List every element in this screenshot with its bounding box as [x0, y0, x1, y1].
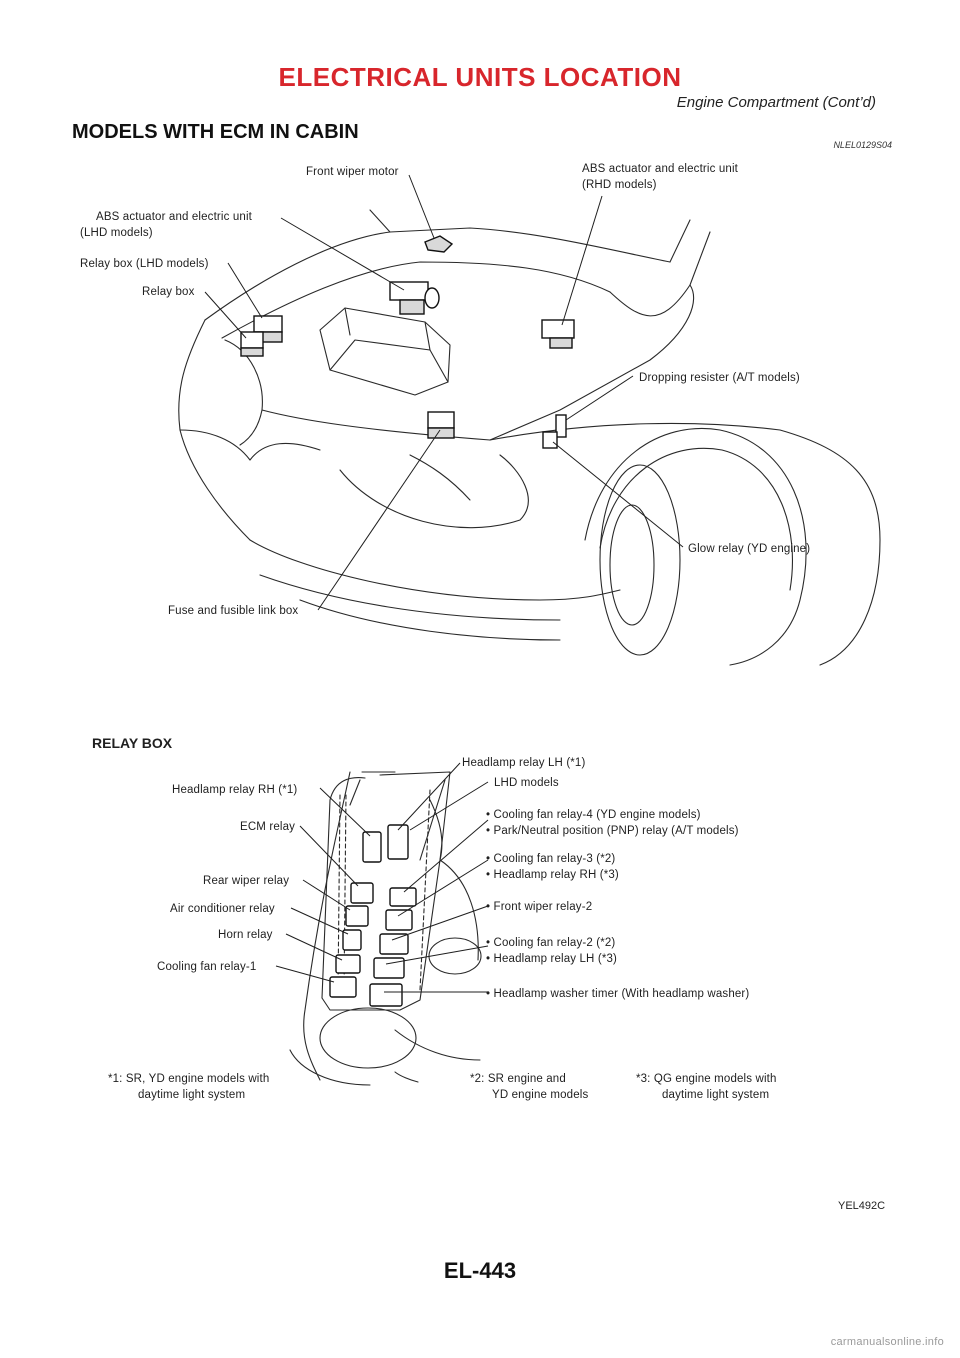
- label-cooling-fan-relay-2: • Cooling fan relay-2 (*2): [486, 937, 615, 949]
- label-headlamp-relay-rh: Headlamp relay RH (*1): [172, 784, 297, 796]
- component-fuse-box: [427, 411, 455, 439]
- component-glow-relay: [542, 431, 558, 449]
- section-heading: MODELS WITH ECM IN CABIN: [72, 121, 359, 143]
- label-relay-box: Relay box: [142, 286, 195, 298]
- relay-box-heading: RELAY BOX: [92, 735, 173, 751]
- label-headlamp-washer-timer: • Headlamp washer timer (With headlamp w…: [486, 988, 749, 1000]
- label-cooling-fan-relay-1: Cooling fan relay-1: [157, 961, 256, 973]
- component-relay-box: [240, 331, 264, 357]
- label-air-conditioner-relay: Air conditioner relay: [170, 903, 275, 915]
- label-abs-rhd-1: ABS actuator and electric unit: [582, 163, 739, 175]
- relay-blocks: [329, 824, 417, 1007]
- watermark-text: carmanualsonline.info: [830, 1336, 944, 1348]
- page-subtitle: Engine Compartment (Cont’d): [676, 94, 876, 111]
- page-number: EL-443: [443, 1258, 517, 1283]
- label-headlamp-relay-rh-3: • Headlamp relay RH (*3): [486, 869, 619, 881]
- label-horn-relay: Horn relay: [218, 929, 273, 941]
- label-lhd-models: LHD models: [494, 777, 559, 789]
- page-title: ELECTRICAL UNITS LOCATION: [278, 62, 682, 92]
- footnote-1-line-1: *1: SR, YD engine models with: [108, 1073, 269, 1085]
- footnote-3-line-2: daytime light system: [662, 1089, 769, 1101]
- label-abs-lhd-1: ABS actuator and electric unit: [96, 211, 253, 223]
- label-fuse-box: Fuse and fusible link box: [168, 605, 298, 617]
- section-ref-code: NLEL0129S04: [833, 140, 892, 150]
- label-headlamp-relay-lh: Headlamp relay LH (*1): [462, 757, 585, 769]
- label-cooling-fan-relay-4: • Cooling fan relay-4 (YD engine models): [486, 809, 701, 821]
- label-relay-box-lhd: Relay box (LHD models): [80, 258, 209, 270]
- label-rear-wiper-relay: Rear wiper relay: [203, 875, 289, 887]
- relay-box-outline: [289, 771, 482, 1086]
- label-pnp-relay: • Park/Neutral position (PNP) relay (A/T…: [486, 825, 739, 837]
- component-front-wiper-motor: [424, 235, 454, 253]
- component-relay-box-lhd: [253, 315, 283, 343]
- component-dropping-resister: [555, 414, 567, 438]
- label-front-wiper-motor: Front wiper motor: [306, 166, 399, 178]
- label-abs-lhd-2: (LHD models): [80, 227, 153, 239]
- component-abs-rhd: [541, 319, 575, 349]
- footnote-3-line-1: *3: QG engine models with: [636, 1073, 777, 1085]
- label-dropping-resister: Dropping resister (A/T models): [639, 372, 800, 384]
- figure-code: YEL492C: [838, 1200, 886, 1212]
- label-abs-rhd-2: (RHD models): [582, 179, 657, 191]
- label-headlamp-relay-lh-3: • Headlamp relay LH (*3): [486, 953, 617, 965]
- footnote-2-line-1: *2: SR engine and: [470, 1073, 566, 1085]
- label-glow-relay: Glow relay (YD engine): [688, 543, 810, 555]
- label-cooling-fan-relay-3: • Cooling fan relay-3 (*2): [486, 853, 615, 865]
- relay-leader-lines: [275, 762, 489, 993]
- label-front-wiper-relay-2: • Front wiper relay-2: [486, 901, 592, 913]
- footnote-1-line-2: daytime light system: [138, 1089, 245, 1101]
- component-abs-lhd: [389, 281, 440, 315]
- car-body-outline: [178, 209, 881, 666]
- label-ecm-relay: ECM relay: [240, 821, 295, 833]
- footnote-2-line-2: YD engine models: [492, 1089, 588, 1101]
- engine-leader-lines: [204, 174, 684, 611]
